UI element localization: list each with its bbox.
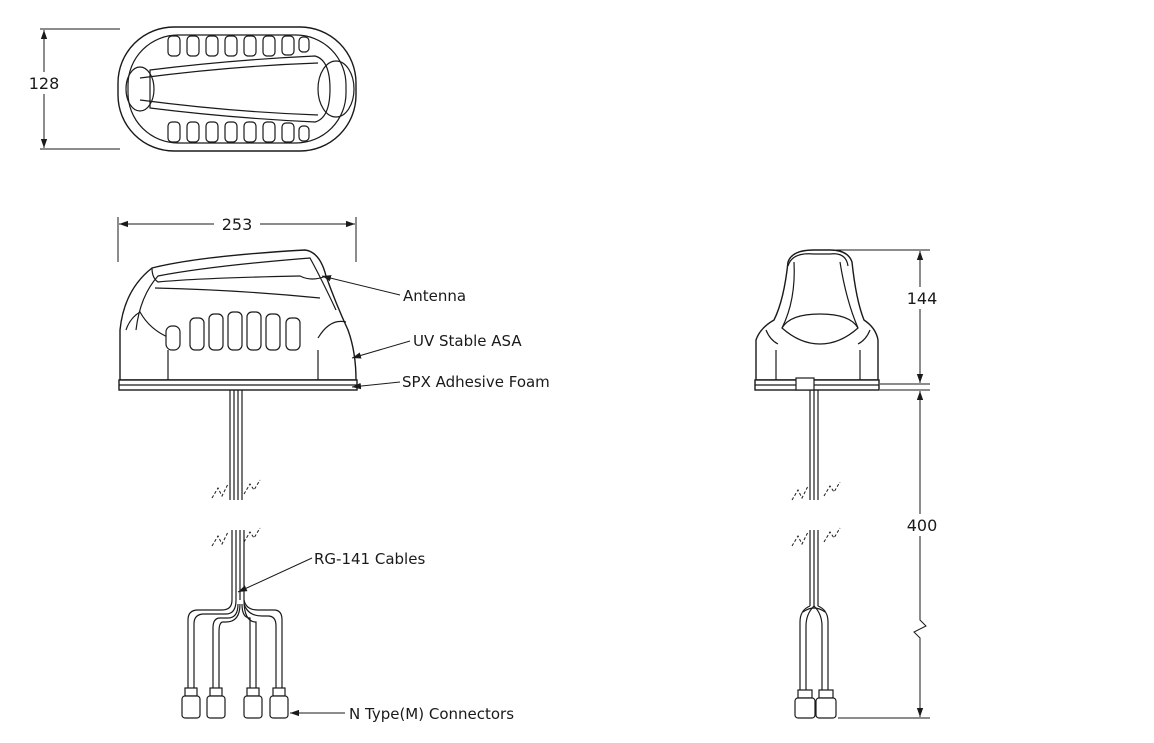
- side-view: 144 400: [754, 249, 946, 719]
- cable-length-dimension: 400: [907, 516, 938, 535]
- front-view-cables-lower: [187, 527, 283, 688]
- top-view: 128: [24, 26, 357, 152]
- top-view-vents-upper: [167, 35, 310, 57]
- front-view-cables-upper: [211, 390, 261, 500]
- cables-callout: RG-141 Cables: [314, 550, 425, 568]
- top-view-vents-lower: [167, 121, 310, 143]
- front-view: 253: [117, 213, 550, 723]
- antenna-callout: Antenna: [403, 287, 466, 305]
- width-dimension: 128: [29, 74, 60, 93]
- front-view-connectors: [181, 687, 289, 719]
- uv-stable-callout: UV Stable ASA: [413, 332, 522, 350]
- front-view-vents: [165, 311, 301, 351]
- height-dimension: 144: [907, 289, 938, 308]
- spx-foam-callout: SPX Adhesive Foam: [402, 373, 550, 391]
- length-dimension: 253: [222, 215, 253, 234]
- connectors-callout: N Type(M) Connectors: [349, 705, 514, 723]
